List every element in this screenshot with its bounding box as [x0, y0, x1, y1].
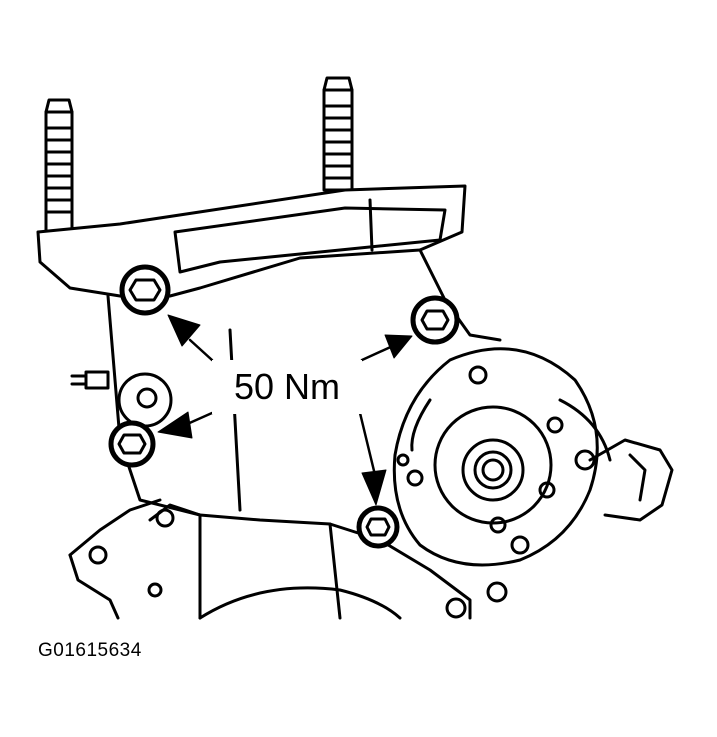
arrowhead-upper-left: [167, 314, 201, 347]
arrowhead-lower-right: [361, 469, 387, 506]
mounting-stud-left: [44, 98, 74, 234]
arrowhead-lower-left: [157, 411, 193, 439]
figure-reference-code: G01615634: [38, 640, 142, 661]
coolant-outlet: [588, 438, 674, 522]
arrowhead-upper-right: [384, 334, 413, 359]
flange-bolt-lower-left: [108, 420, 156, 468]
callout-arrowheads: [157, 314, 413, 506]
torque-callout-label: 50 Nm: [212, 360, 362, 414]
flange-bolt-upper-right: [410, 295, 460, 345]
cover-boss: [117, 372, 173, 428]
mounting-bracket: [36, 184, 467, 298]
lower-fasteners: [88, 508, 175, 598]
flange-bolt-lower-right: [356, 505, 400, 549]
flange-bolt-upper-left: [119, 264, 171, 316]
mounting-stud-right: [322, 76, 354, 192]
sensor-connector: [70, 370, 110, 390]
water-pump: [392, 347, 612, 619]
